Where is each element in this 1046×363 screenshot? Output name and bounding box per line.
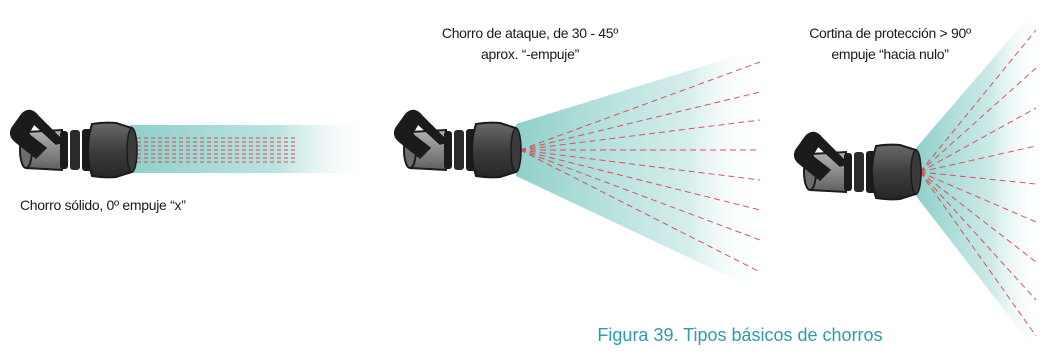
attack-nozzle-icon [393, 109, 522, 179]
curtain-label-line2: empuje “hacia nulo” [831, 46, 949, 62]
solid-stream-group [9, 109, 378, 179]
solid-nozzle-icon [9, 109, 138, 179]
solid-stream-label: Chorro sólido, 0º empuje “x” [20, 197, 186, 213]
curtain-nozzle-icon [793, 131, 922, 201]
attack-stream-group [393, 48, 762, 292]
attack-stream-label-line1: Chorro de ataque, de 30 - 45º [441, 25, 619, 41]
curtain-label-line1: Cortina de protección > 90º [809, 25, 971, 41]
curtain-spray [916, 4, 1040, 356]
attack-stream-label-line2: aprox. “-empuje” [481, 46, 579, 62]
curtain-dashes [919, 29, 1037, 337]
figure-caption: Figura 39. Tipos básicos de chorros [597, 325, 883, 345]
solid-stream-dashes [137, 137, 296, 163]
attack-stream-spray [516, 48, 762, 292]
solid-stream-spray [130, 125, 378, 173]
curtain-group [793, 4, 1040, 356]
attack-stream-dashes [519, 61, 761, 273]
